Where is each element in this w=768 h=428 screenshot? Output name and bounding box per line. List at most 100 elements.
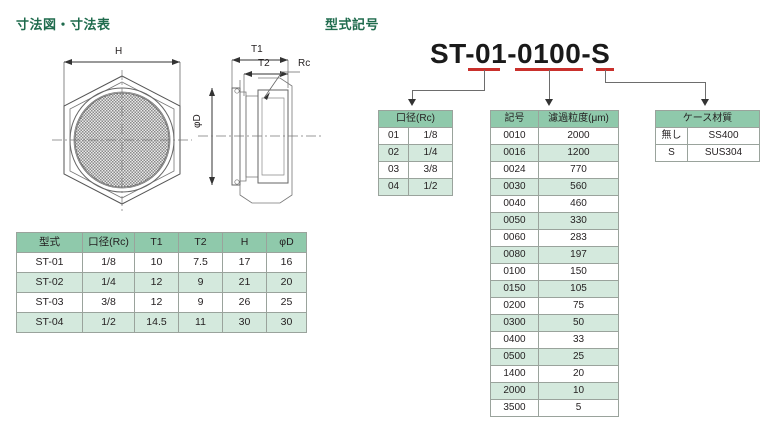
leader-filtration-vertical [549,70,550,99]
table-row: ST-04 1/2 14.5 11 30 30 [16,312,307,333]
table-row: ST-03 3/8 12 9 26 25 [16,292,307,313]
dimension-col-t2: T2 [178,232,223,253]
cell-h: 26 [222,292,267,313]
side-view-phid-label: φD [192,114,203,128]
dimension-col-port: 口径(Rc) [82,232,135,253]
table-row: 02 1/4 [378,144,453,162]
cell-micron: 330 [538,212,619,230]
cell-t2: 11 [178,312,223,333]
cell-symbol: 0010 [490,127,539,145]
cell-symbol: 0150 [490,280,539,298]
dimension-table: 型式 口径(Rc) T1 T2 H φD ST-01 1/8 10 7.5 17… [16,232,307,333]
cell-micron: 105 [538,280,619,298]
cell-size: 1/2 [408,178,453,196]
cell-symbol: 0030 [490,178,539,196]
cell-micron: 10 [538,382,619,400]
cell-micron: 33 [538,331,619,349]
cell-micron: 1200 [538,144,619,162]
cell-h: 30 [222,312,267,333]
table-row: ST-02 1/4 12 9 21 20 [16,272,307,293]
cell-port: 1/2 [82,312,135,333]
table-header-row: 記号 濾過粒度(μm) [490,110,619,128]
cell-size: 1/4 [408,144,453,162]
cell-micron: 560 [538,178,619,196]
table-row: 04 1/2 [378,178,453,196]
cell-code: 02 [378,144,409,162]
dimension-col-t1: T1 [134,232,179,253]
cell-code: S [655,144,688,162]
cell-model: ST-02 [16,272,83,293]
cell-model: ST-01 [16,252,83,273]
leader-port-arrow [408,99,416,106]
side-view-t1-label: T1 [251,44,263,55]
model-code-section-heading: 型式記号 [325,17,380,32]
port-table-header: 口径(Rc) [378,110,453,128]
model-code-underline-port [468,68,500,71]
leader-case-drop [705,82,706,99]
cell-micron: 5 [538,399,619,417]
cell-phid: 30 [266,312,307,333]
cell-model: ST-03 [16,292,83,313]
filtration-col-micron: 濾過粒度(μm) [538,110,619,128]
leader-case-horizontal [605,82,705,83]
table-header-row: 型式 口径(Rc) T1 T2 H φD [16,232,307,253]
cell-t1: 12 [134,272,179,293]
model-code-text: ST-01-0100-S [430,38,611,69]
cell-micron: 150 [538,263,619,281]
front-view-drawing: H [52,44,192,214]
leader-port-horizontal [412,90,485,91]
case-table-header: ケース材質 [655,110,760,128]
filtration-col-symbol: 記号 [490,110,539,128]
cell-symbol: 0200 [490,297,539,315]
cell-micron: 50 [538,314,619,332]
cell-micron: 283 [538,229,619,247]
table-row: ST-01 1/8 10 7.5 17 16 [16,252,307,273]
cell-symbol: 2000 [490,382,539,400]
cell-symbol: 0100 [490,263,539,281]
cell-phid: 25 [266,292,307,313]
cell-t1: 12 [134,292,179,313]
table-row: 無し SS400 [655,127,760,145]
cell-micron: 75 [538,297,619,315]
cell-model: ST-04 [16,312,83,333]
side-view-t2-label: T2 [258,58,270,69]
cell-phid: 20 [266,272,307,293]
cell-symbol: 0500 [490,348,539,366]
side-view-drawing: T1 T2 Rc φD [192,40,326,215]
cell-t1: 14.5 [134,312,179,333]
cell-symbol: 0060 [490,229,539,247]
cell-material: SUS304 [687,144,760,162]
table-row: 01 1/8 [378,127,453,145]
cell-t2: 9 [178,292,223,313]
cell-t2: 7.5 [178,252,223,273]
cell-size: 3/8 [408,161,453,179]
case-material-table: ケース材質 無し SS400 S SUS304 [655,110,760,162]
leader-case-vertical [605,70,606,82]
port-diameter-table: 口径(Rc) 01 1/8 02 1/4 03 3/8 04 1/2 [378,110,453,196]
cell-code: 01 [378,127,409,145]
cell-symbol: 1400 [490,365,539,383]
cell-micron: 770 [538,161,619,179]
cell-micron: 20 [538,365,619,383]
cell-symbol: 0080 [490,246,539,264]
table-row: S SUS304 [655,144,760,162]
dimension-col-h: H [222,232,267,253]
leader-port-drop [412,90,413,99]
cell-micron: 460 [538,195,619,213]
cell-symbol: 0300 [490,314,539,332]
